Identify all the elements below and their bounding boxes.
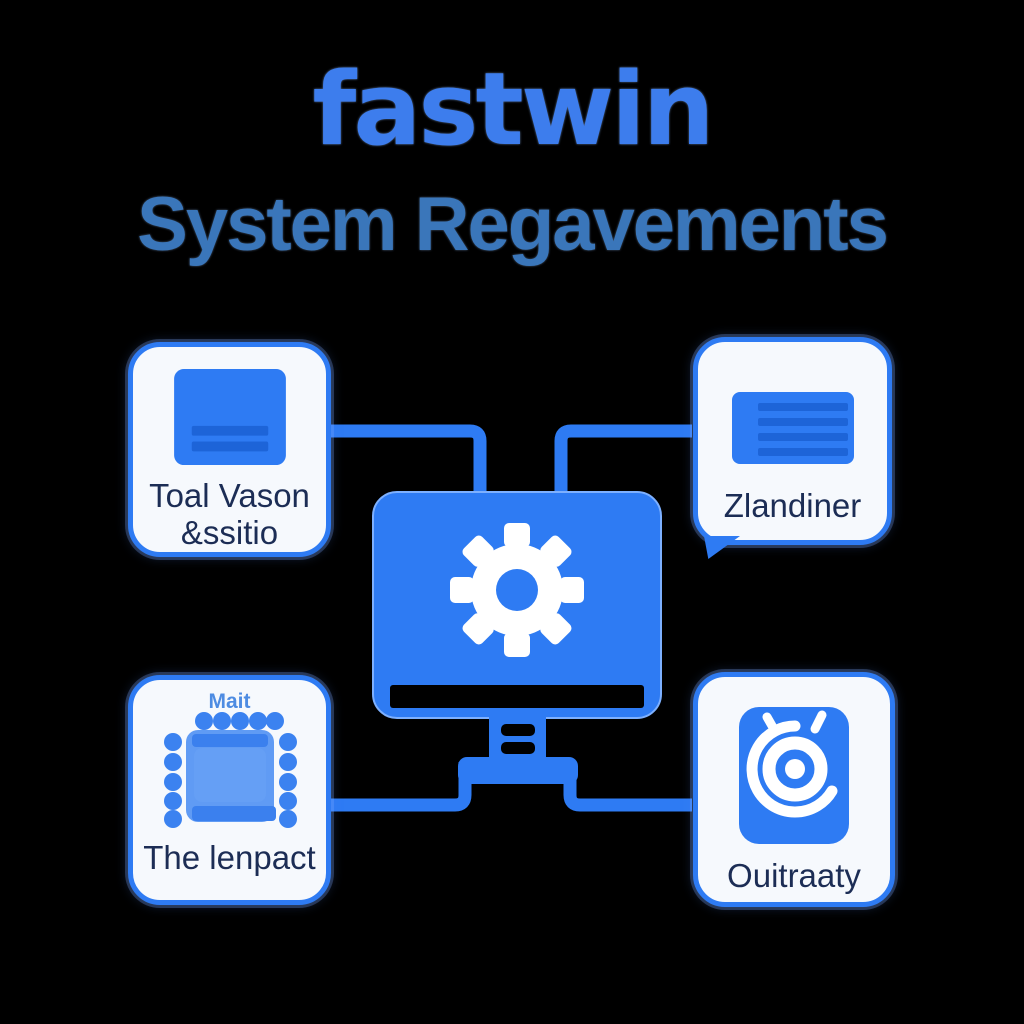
connector-line-bottom-right (563, 762, 692, 812)
card-label: Ouitraaty (727, 857, 861, 894)
stand-slot (501, 742, 535, 754)
page-title: fastwin (312, 50, 714, 168)
connector-line-top-left (331, 424, 487, 494)
gear-icon (450, 523, 584, 657)
monitor-stand-neck (489, 716, 546, 762)
card-ouitraaty: Ouitraaty (693, 672, 895, 907)
cpu-chip-icon (163, 712, 297, 828)
document-icon (173, 369, 286, 466)
card-label-line2: &ssitio (180, 514, 279, 552)
stand-slot (501, 724, 535, 736)
connector-line-bottom-left (331, 762, 472, 812)
card-label: The lenpact (143, 839, 316, 876)
chip-caption: Mait (208, 690, 251, 713)
card-label: Toal Vason &ssitio (149, 477, 310, 552)
monitor-icon (372, 491, 662, 784)
eye-swirl-icon (739, 707, 849, 844)
card-zlandiner: Zlandiner (693, 337, 892, 559)
card-label: Zlandiner (723, 487, 862, 524)
monitor-bezel-slot (390, 685, 644, 708)
monitor-stand-base (458, 757, 578, 784)
page-subtitle: System Regavements (137, 182, 889, 267)
card-total-vason: Toal Vason &ssitio (128, 342, 331, 557)
connector-line-top-right (554, 424, 692, 494)
card-label-line1: Toal Vason (149, 477, 310, 515)
card-the-lenpact: Mait The lenpact (128, 675, 331, 905)
message-lines-icon (731, 392, 854, 464)
